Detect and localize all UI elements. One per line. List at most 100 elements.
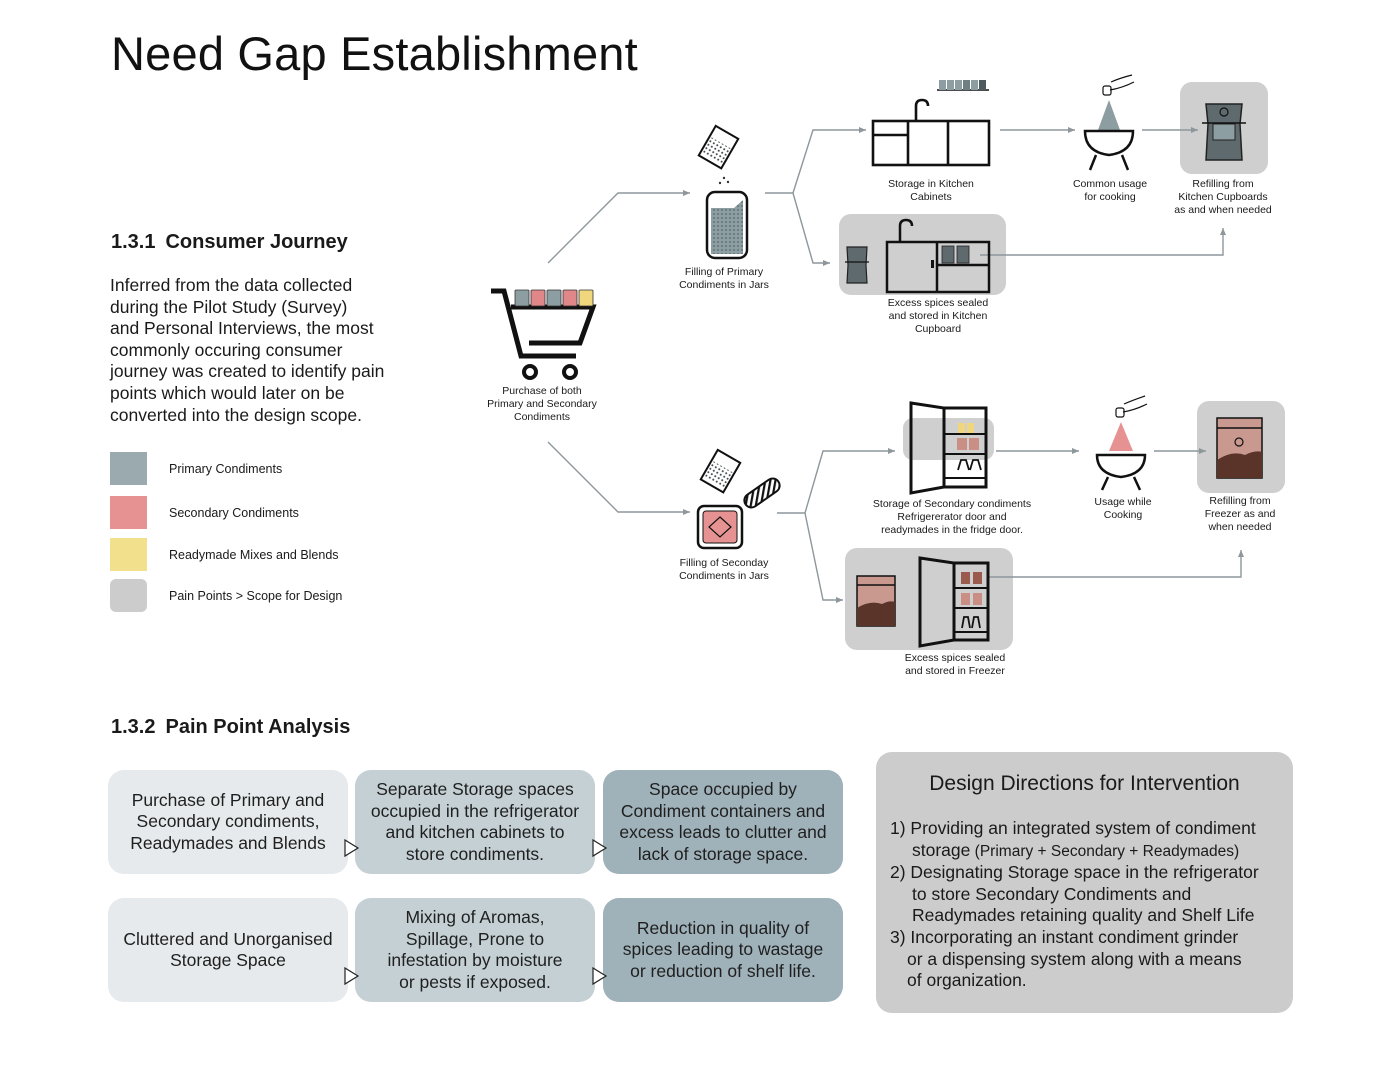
caption-line: Cabinets — [910, 191, 952, 203]
cooking-pot-icon — [1095, 395, 1148, 491]
pain-point-line: or pests if exposed. — [399, 971, 551, 992]
caption-common-usage: Common usage for cooking — [1060, 178, 1160, 204]
caption-line: Filling of Primary — [684, 266, 764, 278]
pain-point-box: Space occupied by Condiment containers a… — [603, 770, 843, 874]
caption-line: as and when needed — [1174, 204, 1272, 216]
legend-label: Secondary Condiments — [169, 505, 299, 520]
consumer-journey-intro: Inferred from the data collected during … — [110, 275, 410, 426]
connector — [792, 127, 866, 194]
connector — [547, 441, 690, 515]
design-directions-title: Design Directions for Intervention — [929, 772, 1240, 795]
fridge-contents-icon — [957, 423, 982, 471]
pain-point-line: excess leads to clutter and — [619, 822, 827, 842]
caption-line: for cooking — [1084, 191, 1136, 203]
direction-line: 1) Providing an integrated system of con… — [890, 818, 1256, 838]
caption-line: Excess spices sealed — [887, 297, 989, 309]
direction-text: (Primary + Secondary + Readymades) — [970, 842, 1240, 860]
kitchen-cabinet-icon — [871, 89, 991, 167]
caption-line: readymades in the fridge door. — [881, 524, 1023, 536]
readymade-swatch-icon — [110, 538, 147, 571]
connector — [980, 228, 1226, 256]
journey-diagram — [491, 74, 1263, 648]
connector — [804, 512, 843, 603]
caption-excess-cupboard: Excess spices sealed and stored in Kitch… — [878, 297, 998, 336]
intro-line: points which would later on be — [110, 382, 345, 403]
sealed-pouch-cupboard-icon — [845, 218, 991, 294]
pain-point-line: Readymades and Blends — [130, 832, 326, 853]
intro-line: and Personal Interviews, the most — [110, 318, 374, 339]
consumer-journey-heading: 1.3.1 Consumer Journey — [111, 231, 348, 254]
pain-point-line: lack of storage space. — [637, 843, 809, 864]
caption-line: Refrigererator door and — [897, 511, 1007, 523]
pain-point-box: Cluttered and Unorganised Storage Space — [108, 898, 348, 1002]
caption-line: Storage in Kitchen — [888, 178, 974, 190]
pain-point-line: and kitchen cabinets to — [385, 822, 565, 842]
caption-fill-primary: Filling of Primary Condiments in Jars — [664, 266, 784, 292]
caption-line: Condiments — [513, 411, 571, 423]
caption-line: Storage of Secondary condiments — [872, 498, 1032, 510]
refill-container-icon — [1216, 417, 1263, 479]
design-directions-box: Design Directions for Intervention 1) Pr… — [876, 752, 1293, 1013]
section-number: 1.3.1 — [111, 231, 156, 253]
caption-line: Purchase of both — [502, 385, 582, 397]
pain-point-box: Separate Storage spaces occupied in the … — [355, 770, 595, 874]
caption-fill-secondary: Filling of Seconday Condiments in Jars — [662, 557, 786, 583]
secondary-swatch-icon — [110, 496, 147, 529]
pain-point-line: Condiment containers and — [620, 800, 826, 821]
play-arrow-icon — [344, 838, 360, 858]
pain-point-line: infestation by moisture — [387, 950, 563, 970]
legend-item-readymade: Readymade Mixes and Blends — [110, 538, 339, 571]
legend-label: Primary Condiments — [169, 461, 283, 476]
page-title: Need Gap Establishment — [111, 27, 638, 80]
caption-excess-freezer: Excess spices sealed and stored in Freez… — [890, 652, 1020, 678]
pain-point-line: occupied in the refrigerator — [370, 800, 580, 821]
caption-line: Primary and Secondary — [487, 398, 597, 410]
connector — [547, 190, 690, 264]
caption-line: Condiments in Jars — [679, 570, 769, 582]
refill-pouch-icon — [1202, 103, 1246, 161]
caption-line: Refilling from — [1209, 495, 1271, 507]
direction-line: to store Secondary Condiments and — [912, 883, 1192, 904]
legend-label: Pain Points > Scope for Design — [169, 588, 343, 603]
cooking-pot-icon — [1083, 74, 1135, 171]
primary-swatch-icon — [110, 452, 147, 485]
caption-line: Kitchen Cupboards — [1178, 191, 1268, 203]
connector — [792, 192, 830, 266]
caption-line: Excess spices sealed — [904, 652, 1006, 664]
caption-line: and stored in Kitchen — [888, 310, 988, 322]
direction-line: 3) Incorporating an instant condiment gr… — [890, 926, 1239, 947]
caption-line: and stored in Freezer — [905, 665, 1005, 677]
intro-line: commonly occuring consumer — [110, 339, 343, 360]
legend-item-primary: Primary Condiments — [110, 452, 282, 485]
caption-line: Freezer as and — [1204, 508, 1276, 520]
direction-line: Readymades retaining quality and Shelf L… — [912, 905, 1255, 926]
section-number: 1.3.2 — [111, 716, 156, 738]
shopping-cart-icon — [491, 288, 597, 380]
pain-point-line: Space occupied by — [649, 779, 797, 799]
pain-point-box: Reduction in quality of spices leading t… — [603, 898, 843, 1002]
connector — [804, 448, 895, 514]
caption-line: Cooking — [1103, 509, 1143, 521]
caption-usage-cooking: Usage while Cooking — [1078, 496, 1168, 522]
section-title: Consumer Journey — [165, 231, 348, 253]
intro-line: journey was created to identify pain — [110, 361, 385, 382]
caption-storage-fridge: Storage of Secondary condiments Refriger… — [862, 498, 1042, 537]
intro-line: Inferred from the data collected — [110, 275, 353, 295]
intro-line: during the Pilot Study (Survey) — [110, 296, 348, 317]
spice-jar-icon — [697, 124, 749, 260]
caption-refill-cupboards: Refilling from Kitchen Cupboards as and … — [1163, 178, 1283, 217]
caption-line: Common usage — [1072, 178, 1148, 190]
pain-point-line: Cluttered and Unorganised — [123, 928, 333, 949]
section-title: Pain Point Analysis — [165, 716, 351, 738]
caption-line: Usage while — [1094, 496, 1152, 508]
caption-line: Refilling from — [1192, 178, 1254, 190]
square-jar-icon — [696, 448, 781, 550]
connector — [987, 550, 1244, 578]
pain-point-line: Mixing of Aromas, — [405, 907, 545, 927]
pain-point-line: Spillage, Prone to — [405, 928, 545, 949]
direction-line: or a dispensing system along with a mean… — [907, 948, 1242, 969]
intro-line: converted into the design scope. — [110, 404, 362, 425]
caption-line: Cupboard — [914, 323, 962, 335]
refrigerator-icon — [909, 401, 988, 495]
